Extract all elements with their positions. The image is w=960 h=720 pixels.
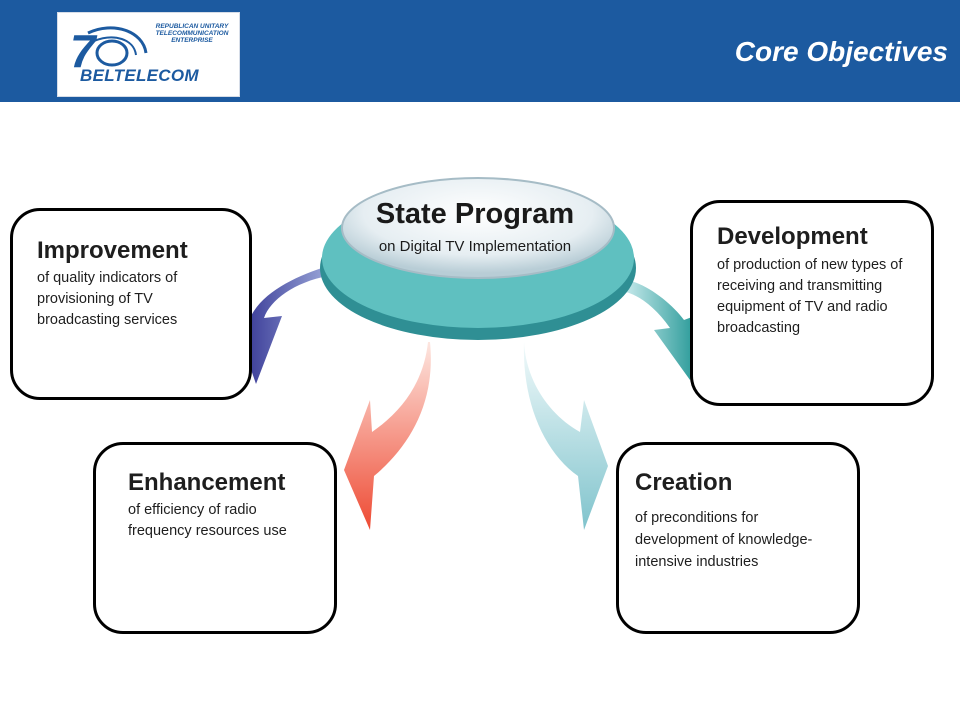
objective-card-creation: Creation of preconditions for developmen… <box>616 442 860 634</box>
objective-card-improvement: Improvement of quality indicators of pro… <box>10 208 252 400</box>
objective-text: of efficiency of radio frequency resourc… <box>128 502 287 539</box>
objective-text: of production of new types of receiving … <box>717 257 903 336</box>
objective-title: Development <box>717 223 868 250</box>
svg-text:7: 7 <box>70 25 98 73</box>
header-bar: 7 REPUBLICAN UNITARY TELECOMMUNICATION E… <box>0 0 960 102</box>
objective-text: of quality indicators of provisioning of… <box>37 270 178 328</box>
logo-name: BELTELECOM <box>80 66 199 85</box>
center-title: State Program <box>375 198 575 230</box>
arrow-to-development <box>626 280 700 380</box>
center-subtitle: on Digital TV Implementation <box>378 238 572 255</box>
page-title: Core Objectives <box>734 36 948 67</box>
objective-card-enhancement: Enhancement of efficiency of radio frequ… <box>93 442 337 634</box>
logo-mark-icon: 7 <box>70 25 148 73</box>
objective-title: Enhancement <box>128 469 286 496</box>
objective-title: Improvement <box>37 237 188 264</box>
objective-title: Creation <box>635 469 733 496</box>
arrow-to-improvement <box>234 266 328 384</box>
objective-card-development: Development of production of new types o… <box>690 200 934 406</box>
logo-tagline: REPUBLICAN UNITARY TELECOMMUNICATION ENT… <box>155 23 229 44</box>
center-ellipse-top <box>341 177 615 279</box>
arrow-to-creation <box>523 342 608 530</box>
company-logo: 7 REPUBLICAN UNITARY TELECOMMUNICATION E… <box>57 12 240 97</box>
objective-text: of preconditions for development of know… <box>635 510 813 570</box>
arrow-to-enhancement <box>344 342 431 530</box>
